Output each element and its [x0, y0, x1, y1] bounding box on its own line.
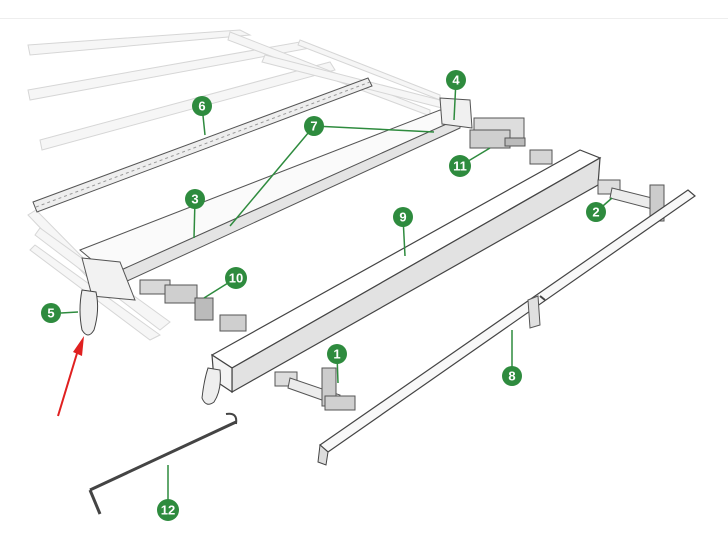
callout-7: 7 [304, 116, 324, 136]
beam-strap [201, 367, 221, 405]
callout-9-label: 9 [399, 210, 406, 225]
beam-end-bracket [219, 314, 247, 332]
callout-9: 9 [393, 207, 413, 227]
callout-6: 6 [192, 96, 212, 116]
left-end-plate [81, 257, 171, 301]
part-9-main-beam [210, 149, 602, 394]
callout-3: 3 [185, 189, 205, 209]
part-1-leg [274, 367, 356, 411]
callout-4-label: 4 [452, 73, 460, 88]
callout-7-label: 7 [310, 119, 317, 134]
callout-1-label: 1 [333, 347, 340, 362]
callout-1: 1 [327, 344, 347, 364]
callout-11-label: 11 [453, 159, 467, 174]
callout-2: 2 [586, 202, 606, 222]
part-5-strap [79, 289, 99, 336]
callout-12: 12 [157, 499, 179, 521]
callout-12-label: 12 [161, 503, 175, 518]
callout-6-label: 6 [198, 99, 205, 114]
part-6-rail [32, 77, 373, 213]
callout-8: 8 [502, 366, 522, 386]
part-8-foot-rail [317, 189, 696, 466]
callout-4: 4 [446, 70, 466, 90]
part-12-crank [88, 412, 238, 515]
callout-11: 11 [449, 155, 471, 177]
callout-3-label: 3 [191, 192, 198, 207]
part-10-leg [164, 284, 214, 321]
callout-8-label: 8 [508, 369, 515, 384]
callout-5-label: 5 [47, 306, 54, 321]
top-divider [0, 18, 728, 19]
callout-10: 10 [225, 267, 247, 289]
callout-2-label: 2 [592, 205, 599, 220]
callout-5: 5 [41, 303, 61, 323]
callout-10-label: 10 [229, 271, 243, 286]
red-arrow [57, 336, 84, 417]
part-11-leg [469, 129, 526, 149]
